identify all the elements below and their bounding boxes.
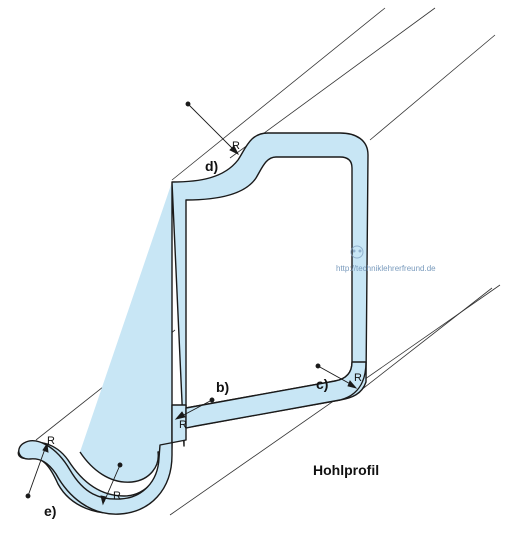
profile-section bbox=[17, 132, 369, 515]
extrusion-line bbox=[355, 287, 493, 395]
arrowhead-b bbox=[174, 411, 186, 420]
radius-center-e-outer bbox=[25, 493, 31, 499]
label-c: c) bbox=[316, 376, 328, 392]
radius-leaders bbox=[25, 101, 358, 506]
radius-label-d: R bbox=[232, 140, 240, 152]
radius-label-e-outer: R bbox=[47, 435, 55, 447]
extrusion-line bbox=[369, 34, 496, 141]
radius-leader-e-inner bbox=[103, 464, 121, 503]
arrowhead-c bbox=[347, 380, 358, 389]
label-b: b) bbox=[216, 379, 229, 395]
radius-label-b: R bbox=[179, 419, 187, 431]
extrusion-line bbox=[171, 7, 386, 181]
radius-leader-d bbox=[187, 103, 239, 155]
watermark-logo bbox=[350, 245, 364, 259]
watermark-text: http://techniklehrerfreund.de bbox=[336, 264, 436, 273]
watermark-owl-icon bbox=[350, 245, 364, 259]
label-d: d) bbox=[205, 158, 218, 174]
arrowhead-e-inner bbox=[100, 495, 107, 506]
radius-leader-c bbox=[317, 365, 355, 387]
arrowhead-e-outer bbox=[42, 442, 49, 453]
profile-bottom-wall bbox=[185, 361, 367, 429]
radius-center-d bbox=[185, 101, 191, 107]
label-e: e) bbox=[44, 503, 56, 519]
radius-center-b bbox=[209, 397, 215, 403]
profile-stem bbox=[18, 404, 187, 515]
radius-center-e-inner bbox=[117, 462, 123, 468]
diagram-title: Hohlprofil bbox=[313, 462, 379, 478]
radius-center-c bbox=[315, 363, 321, 369]
arrowhead-d bbox=[229, 145, 240, 156]
radius-label-e-inner: R bbox=[113, 490, 121, 502]
radius-leader-e-outer bbox=[27, 445, 47, 497]
radius-label-c: R bbox=[354, 372, 362, 384]
